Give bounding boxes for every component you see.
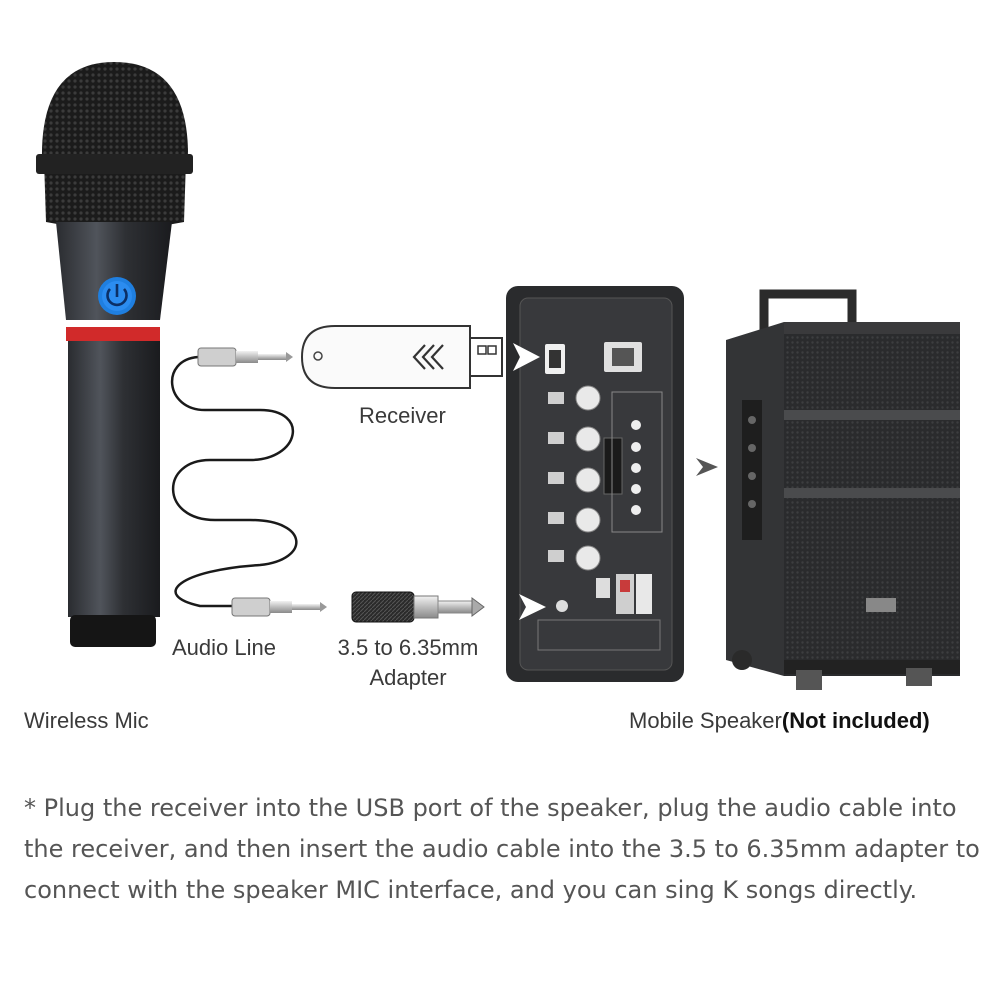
- audio-line: [171, 347, 327, 617]
- mobile-speaker: [726, 289, 960, 690]
- double-chevron-left-icon: [412, 344, 444, 370]
- audio-plug-top: [197, 347, 293, 367]
- adapter-label-line2: Adapter: [369, 665, 447, 690]
- receiver-dongle: [300, 325, 503, 389]
- not-included-note: (Not included): [781, 708, 930, 733]
- arrow-usb: [513, 343, 540, 371]
- wireless-mic: [36, 62, 193, 647]
- mic-red-ring: [66, 327, 160, 341]
- audio-plug-bottom: [231, 597, 327, 617]
- mic-handle: [56, 222, 172, 320]
- mic-grille: [41, 62, 189, 160]
- adapter-label-line1: 3.5 to 6.35mm: [337, 635, 479, 660]
- mobile-speaker-text: Mobile Speaker: [629, 708, 782, 733]
- power-icon[interactable]: [98, 277, 136, 315]
- instruction-caption: * Plug the receiver into the USB port of…: [24, 794, 980, 904]
- speaker-control-panel: [506, 286, 684, 682]
- audio-line-label: Audio Line: [172, 635, 276, 660]
- adapter: [351, 591, 485, 623]
- wireless-mic-label: Wireless Mic: [24, 708, 149, 733]
- panel-knobs: [575, 385, 601, 571]
- arrow-mic-input: [519, 594, 546, 620]
- chevron-right-icon: [696, 458, 718, 476]
- mobile-speaker-label: Mobile Speaker(Not included): [629, 708, 930, 734]
- receiver-label: Receiver: [359, 403, 446, 428]
- mic-bottom-cap: [70, 615, 156, 647]
